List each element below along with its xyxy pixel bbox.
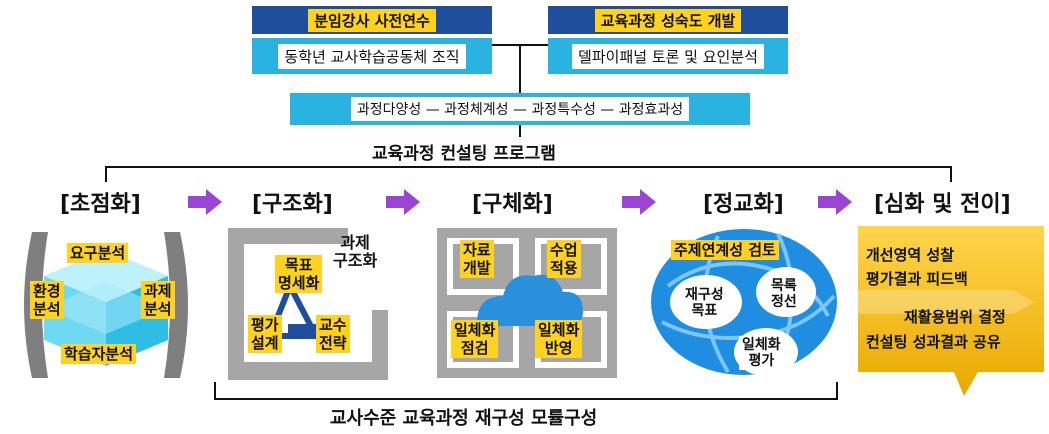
task-analysis-label: 과제 분석: [141, 281, 175, 319]
deepen-panel: [858, 226, 1044, 398]
align-reflect-label: 일체화 반영: [535, 320, 583, 358]
align-check-label: 일체화 점검: [451, 320, 499, 358]
cube-icon: [24, 232, 188, 378]
focus-panel: [8, 228, 204, 382]
bottom-bracket-left: [214, 382, 216, 400]
stage-bracket-right: [950, 166, 952, 182]
eval-feedback-text: 평가결과 피드백: [866, 270, 968, 288]
connector-v-mid: [519, 125, 521, 137]
reuse-scope-text: 재활용범위 결정: [904, 308, 1006, 326]
connector-v-top: [519, 44, 521, 93]
need-analysis-label: 요구분석: [67, 243, 129, 263]
list-select-label: 목록 정선: [768, 277, 800, 311]
maturity-subtitle: 델파이패널 토론 및 요인분석: [572, 43, 764, 69]
arrow-right-icon: [386, 189, 420, 215]
stage-focus: [초점화]: [60, 192, 141, 217]
class-apply-label: 수업 적용: [547, 240, 581, 278]
arrow-right-icon: [188, 189, 222, 215]
structure-panel: [228, 228, 388, 380]
pre-training-subtitle: 동학년 교사학습공동체 조직: [278, 43, 466, 69]
task-structuring-label: 과제 구조화: [333, 233, 378, 270]
topic-link-label: 주제연계성 검토: [671, 240, 779, 260]
maturity-box: 교육과정 성숙도 개발 델파이패널 토론 및 요인분석: [548, 6, 788, 74]
program-title: 교육과정 컨설팅 프로그램: [372, 144, 556, 164]
env-analysis-label: 환경 분석: [30, 281, 64, 319]
pre-training-box: 분임강사 사전연수 동학년 교사학습공동체 조직: [252, 6, 492, 74]
recon-goal-label: 재구성 목표: [682, 286, 727, 320]
criteria-text: 과정다양성 — 과정체계성 — 과정특수성 — 과정효과성: [350, 97, 690, 121]
material-dev-label: 자료 개발: [460, 240, 494, 278]
reflect-area-text: 개선영역 성찰: [866, 246, 955, 264]
criteria-bar: 과정다양성 — 과정체계성 — 과정특수성 — 과정효과성: [290, 93, 750, 125]
pre-training-title: 분임강사 사전연수: [308, 8, 436, 32]
teach-strategy-label: 교수 전략: [316, 315, 350, 353]
stage-bracket-left: [105, 166, 107, 182]
align-eval-label: 일체화 평가: [739, 336, 784, 370]
stage-deepen: [심화 및 전이]: [874, 192, 1011, 217]
maturity-title: 교육과정 성숙도 개발: [594, 8, 742, 32]
eval-design-label: 평가 설계: [248, 315, 282, 353]
bottom-bracket-right: [836, 382, 838, 400]
goal-spec-label: 목표 명세화: [275, 255, 323, 293]
stage-structure: [구조화]: [252, 192, 333, 217]
stage-concrete: [구체화]: [472, 192, 553, 217]
stage-bracket-h: [105, 166, 952, 168]
bottom-title: 교사수준 교육과정 재구성 모률구성: [330, 408, 598, 429]
stage-refine: [정교화]: [703, 192, 784, 217]
share-result-text: 컨설팅 성과결과 공유: [866, 333, 1001, 351]
learner-analysis-label: 학습자분석: [61, 344, 137, 364]
arrow-right-icon: [622, 189, 656, 215]
bottom-bracket-h: [214, 398, 838, 400]
arrow-right-icon: [818, 189, 852, 215]
